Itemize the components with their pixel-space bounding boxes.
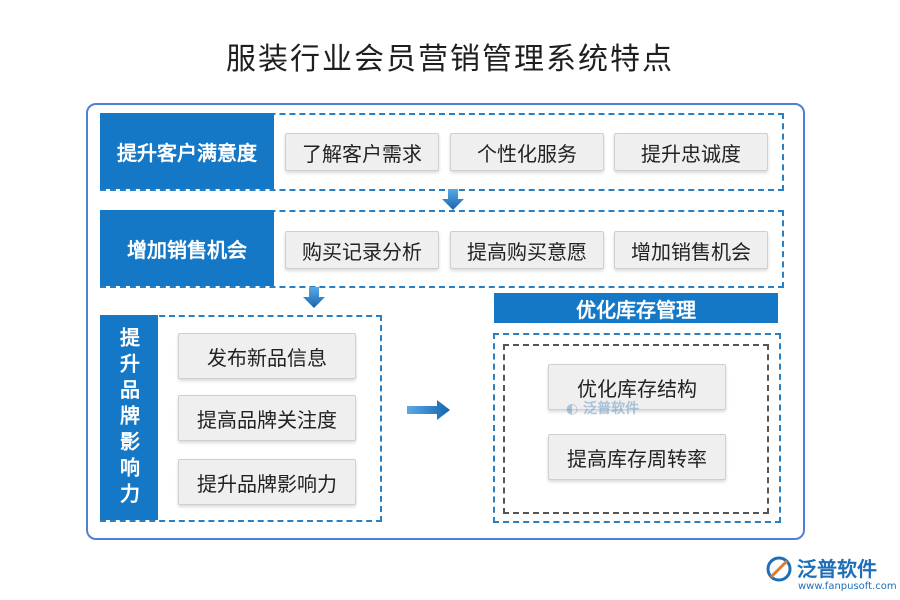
row-sales-head: 增加销售机会	[100, 210, 274, 286]
chip-loyalty: 提升忠诚度	[614, 133, 768, 171]
chip-new-products: 发布新品信息	[178, 333, 356, 379]
brand-head: 提升品牌影响力	[100, 315, 158, 520]
fanpu-logo-icon	[766, 556, 792, 582]
watermark-small-logo-icon: ◐	[566, 401, 579, 417]
brand-logo: 泛普软件 www.fanpusoft.com	[765, 553, 897, 597]
chip-purchase-analysis: 购买记录分析	[285, 231, 439, 269]
chip-brand-attention: 提高品牌关注度	[178, 395, 356, 441]
diagram-frame	[86, 103, 805, 540]
chip-inventory-turnover: 提高库存周转率	[548, 434, 726, 480]
chip-understand-needs: 了解客户需求	[285, 133, 439, 171]
page-title: 服装行业会员营销管理系统特点	[226, 42, 674, 77]
inventory-head: 优化库存管理	[494, 293, 778, 323]
chip-brand-influence: 提升品牌影响力	[178, 459, 356, 505]
logo-url: www.fanpusoft.com	[798, 581, 897, 592]
chip-inventory-structure: 优化库存结构	[548, 364, 726, 410]
arrow-right-icon	[407, 400, 450, 420]
inventory-block	[493, 333, 781, 523]
arrow-down-icon	[303, 287, 325, 308]
chip-purchase-intent: 提高购买意愿	[450, 231, 604, 269]
watermark-small: ◐ 泛普软件	[566, 401, 640, 417]
inventory-inner-frame	[503, 344, 769, 514]
chip-sales-opportunity: 增加销售机会	[614, 231, 768, 269]
arrow-down-icon	[442, 189, 464, 210]
row-satisfaction-head: 提升客户满意度	[100, 113, 274, 189]
logo-text: 泛普软件	[797, 557, 877, 581]
chip-personalized-service: 个性化服务	[450, 133, 604, 171]
